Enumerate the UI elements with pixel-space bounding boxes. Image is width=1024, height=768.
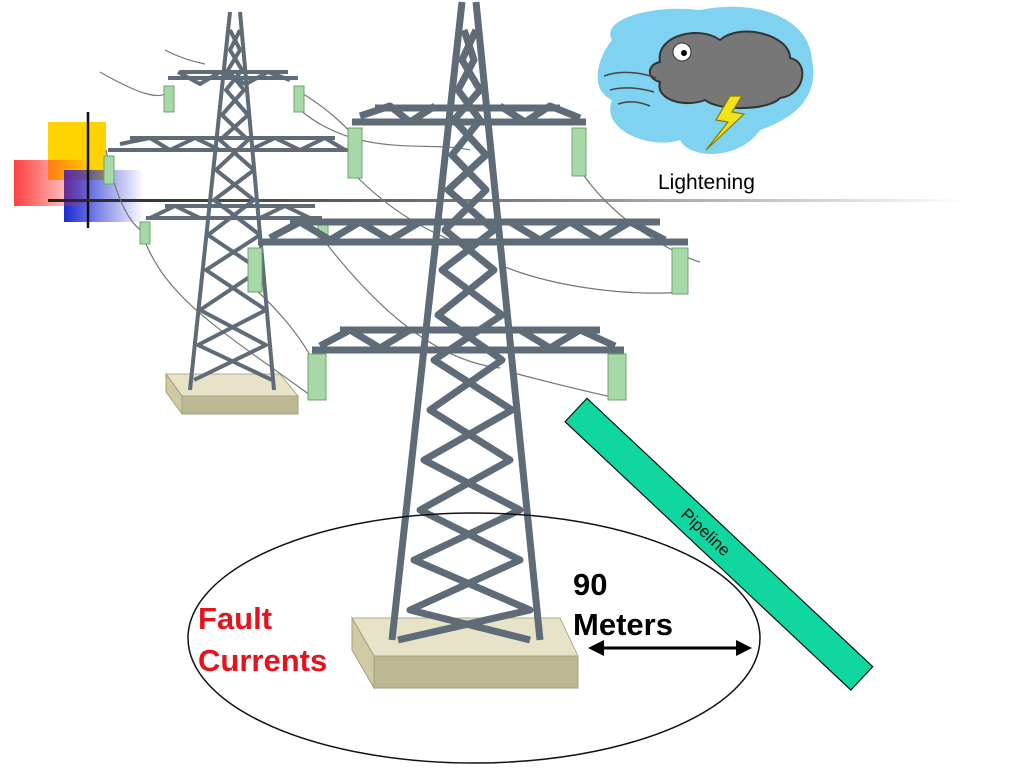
slide-accent (14, 112, 968, 228)
fault-zone-ellipse (187, 512, 761, 764)
lightning-label: Lightening (658, 171, 755, 194)
fault-label-line1: Fault (198, 601, 273, 636)
pipeline: Pipeline (564, 397, 874, 691)
front-tower-foundation (351, 616, 579, 690)
back-tower-foundation (165, 372, 300, 416)
front-transmission-tower-icon (258, 1, 688, 644)
double-arrow-icon (588, 640, 752, 656)
back-transmission-tower-icon (108, 11, 350, 391)
distance-label: 90 Meters (573, 565, 673, 645)
fault-label-line2: Currents (198, 643, 328, 678)
lightning-bolt-icon (705, 95, 746, 151)
fault-currents-label: Fault Currents (198, 598, 327, 682)
storm-cloud-icon (597, 6, 814, 154)
distance-value: 90 (573, 567, 608, 602)
front-tower-insulators (247, 127, 689, 401)
distance-unit: Meters (573, 607, 673, 642)
